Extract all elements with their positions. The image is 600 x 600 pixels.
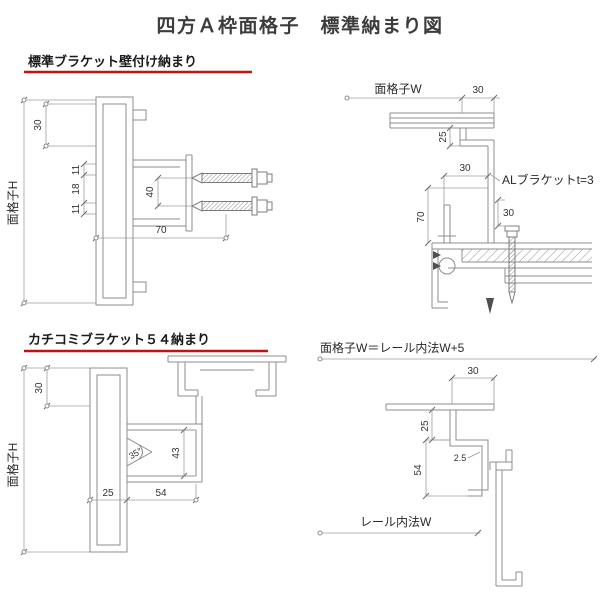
dim-label-54: 54 (413, 464, 424, 476)
dim-label-mengoshi-w: 面格子W (374, 81, 422, 96)
dimension-ticks (20, 96, 230, 307)
dimension-lines (23, 367, 197, 553)
dimension-endpoint (344, 95, 350, 101)
dimension-endpoints (21, 365, 199, 555)
dim-label-30: 30 (34, 382, 45, 394)
sealant-mark-2 (433, 262, 441, 270)
dim-label-30-top: 30 (472, 85, 484, 96)
lattice-frame-profile (89, 367, 128, 553)
lattice-top-member (385, 403, 495, 411)
page-title: 四方Ａ枠面格子 標準納まり図 (156, 14, 443, 37)
rail-profile (489, 449, 523, 587)
dim-label-mengoshi-h: 面格子H (5, 181, 20, 226)
dim-label-43: 43 (171, 447, 182, 459)
section-heading-wall-bracket: 標準ブラケット壁付け納まり (28, 54, 197, 69)
section-arrow (486, 298, 494, 314)
dim-label-mengoshi-h: 面格子H (5, 443, 20, 488)
dim-label-40: 40 (145, 186, 156, 198)
dimension-endpoints (21, 97, 229, 306)
dimension-lines (318, 358, 596, 534)
dimension-lines (347, 97, 509, 243)
dim-label-w-formula: 面格子W＝レール内法W+5 (320, 340, 465, 355)
dim-label-30: 30 (33, 119, 44, 131)
dim-label-70: 70 (155, 225, 167, 236)
section-heading-kachikomi: カチコミブラケット５４納まり (28, 332, 210, 347)
anchor-screw (504, 225, 520, 305)
al-bracket-profile (459, 128, 495, 243)
dimension-ticks (422, 355, 598, 537)
frame-z-profile (449, 410, 489, 497)
lattice-bar-section (438, 204, 456, 243)
dimension-endpoints (317, 356, 323, 536)
dim-label-30-low: 30 (503, 208, 515, 219)
drawing-kachikomi-side: 面格子H 30 35° 43 25 54 (5, 355, 287, 556)
dim-label-30-mid: 30 (459, 163, 471, 174)
dim-label-rail-width: レール内法W (360, 515, 432, 529)
dim-label-2-5: 2.5 (454, 453, 467, 463)
top-rail-profile (167, 355, 287, 397)
dim-label-70: 70 (416, 211, 427, 223)
dimension-ticks (20, 364, 200, 556)
dim-label-30: 30 (467, 366, 479, 377)
dim-label-54: 54 (155, 488, 167, 499)
drawing-wall-bracket-side: 面格子H 30 11 18 11 40 70 (5, 96, 273, 307)
dim-label-11a: 11 (71, 164, 82, 175)
lattice-top-member (389, 112, 495, 129)
dim-label-11b: 11 (71, 203, 82, 214)
drawing-kachikomi-plan: 面格子W＝レール内法W+5 30 25 54 2.5 レール内法W (317, 340, 598, 587)
kachikomi-bracket-profile (126, 396, 203, 483)
mounting-screws (190, 168, 273, 216)
dim-label-25: 25 (102, 488, 114, 499)
lattice-frame-profile (95, 96, 193, 306)
drawing-wall-bracket-plan: 面格子W 30 25 30 ALブラケットt=3 70 30 (344, 81, 594, 314)
dim-label-25: 25 (420, 420, 431, 432)
dimension-lines (23, 99, 227, 304)
wall-sill-assembly (431, 242, 592, 314)
sealant-mark-1 (433, 251, 441, 259)
dimension-ticks (424, 94, 502, 247)
al-bracket-label: ALブラケットt=3 (502, 172, 594, 187)
dim-label-18: 18 (71, 183, 82, 195)
dim-label-25: 25 (438, 131, 449, 143)
